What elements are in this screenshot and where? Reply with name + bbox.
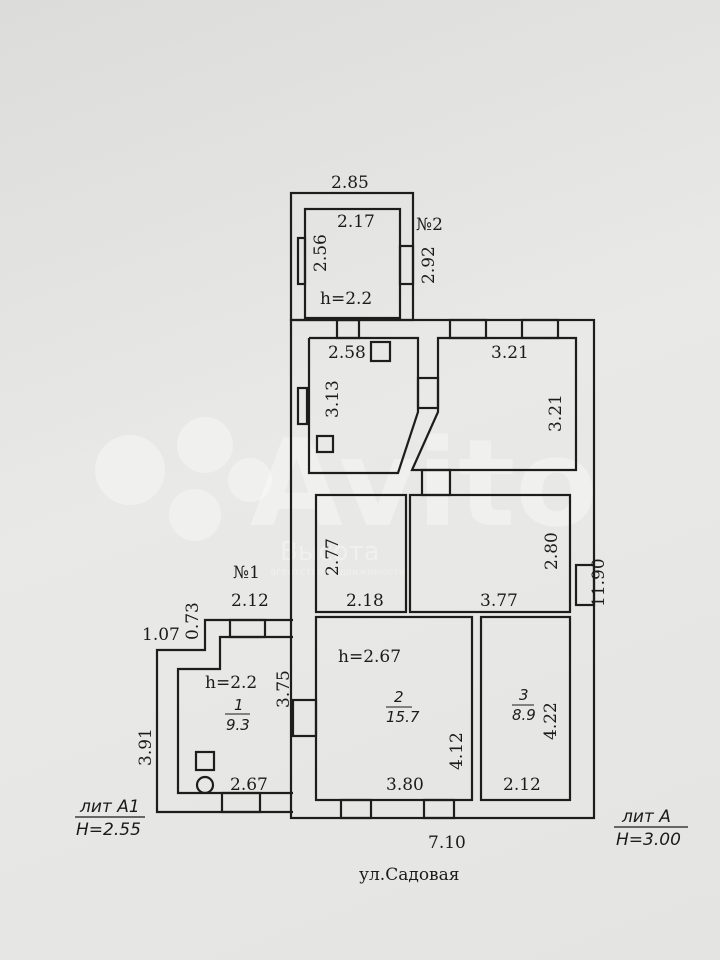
room3-area: 8.9 xyxy=(512,706,536,724)
annex1-width-top: 2.12 xyxy=(231,591,269,611)
annex1-step-width: 1.07 xyxy=(142,625,180,645)
annex2-inner-depth: 2.56 xyxy=(311,234,331,272)
annex1-inner-depth: 3.75 xyxy=(274,670,294,708)
room2-number: 2 xyxy=(394,688,404,706)
room3-number: 3 xyxy=(519,686,529,704)
avito-watermark: Avito Высота агентство недвижимости xyxy=(95,415,598,578)
annex2-inner-width: 2.17 xyxy=(337,212,375,232)
walls xyxy=(155,191,596,820)
lit-a-name: лит А xyxy=(621,807,671,827)
annex2-label: №2 xyxy=(416,215,443,235)
room3-depth: 4.22 xyxy=(541,702,561,740)
annex1-width-bottom: 2.67 xyxy=(230,775,268,795)
annex2-outer-width: 2.85 xyxy=(331,173,369,193)
room2-area: 15.7 xyxy=(386,708,420,726)
annex2-height: h=2.2 xyxy=(320,289,372,309)
annex1-label: №1 xyxy=(233,563,260,583)
annex1-area: 9.3 xyxy=(226,716,250,734)
kitchen-depth: 3.13 xyxy=(323,380,343,418)
room2-height: h=2.67 xyxy=(338,647,401,667)
building-total-width: 7.10 xyxy=(428,833,466,853)
annex1-outer-depth: 3.91 xyxy=(136,728,156,766)
room3-width: 2.12 xyxy=(503,775,541,795)
room2-width: 3.80 xyxy=(386,775,424,795)
room-ne-depth: 3.21 xyxy=(546,394,566,432)
building-total-depth: 11.90 xyxy=(589,558,609,607)
street-name: ул.Садовая xyxy=(359,865,459,885)
watermark-tagline: агентство недвижимости xyxy=(270,567,405,578)
room-ne-width: 3.21 xyxy=(491,343,529,363)
lit-a1-name: лит А1 xyxy=(79,797,140,817)
room-mid-width: 3.77 xyxy=(480,591,518,611)
watermark-agency: Высота xyxy=(280,537,380,567)
hall-width: 2.18 xyxy=(346,591,384,611)
annex1-height: h=2.2 xyxy=(205,673,257,693)
annex1-step-depth: 0.73 xyxy=(183,602,203,640)
room2-depth: 4.12 xyxy=(447,732,467,770)
annex1-number: 1 xyxy=(234,696,244,714)
hall-depth: 2.77 xyxy=(323,538,343,576)
room-mid-depth: 2.80 xyxy=(542,532,562,570)
kitchen-width: 2.58 xyxy=(328,343,366,363)
lit-a-height: H=3.00 xyxy=(616,830,681,850)
annex2-outer-depth: 2.92 xyxy=(419,246,439,284)
lit-a1-height: H=2.55 xyxy=(76,820,141,840)
